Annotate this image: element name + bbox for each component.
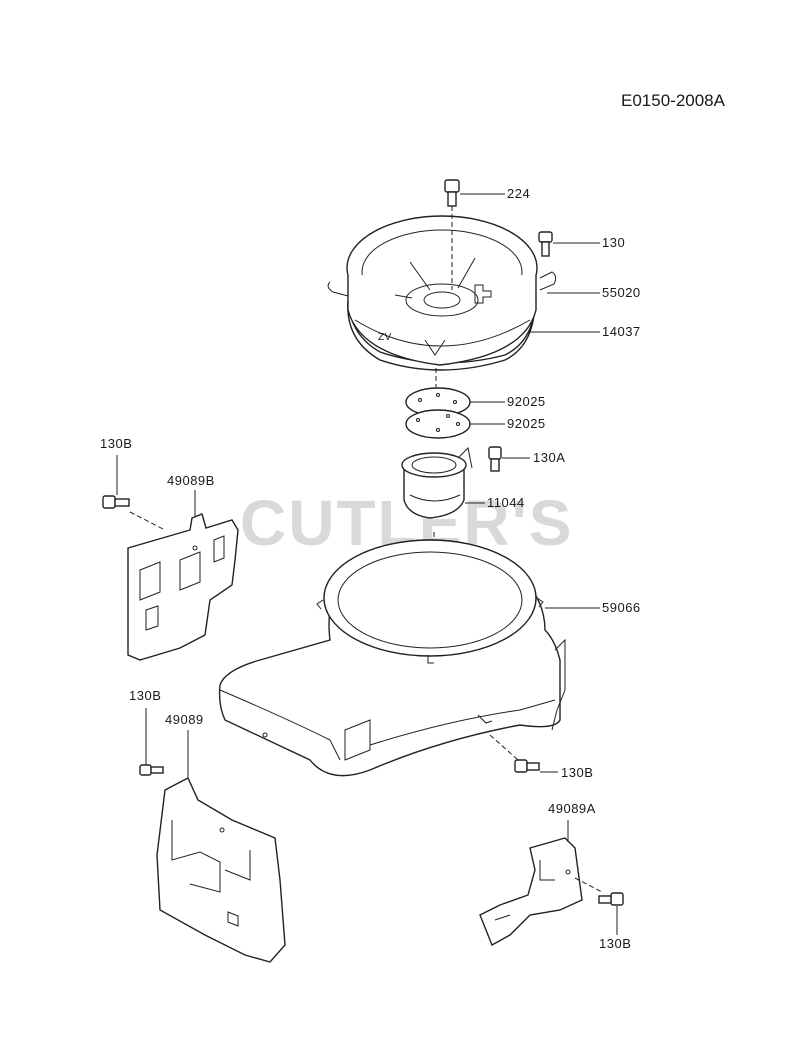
label-92025-a: 92025 bbox=[507, 394, 546, 409]
bolt-130[interactable] bbox=[538, 231, 553, 257]
svg-text:ZV: ZV bbox=[378, 332, 392, 343]
label-49089b: 49089B bbox=[167, 473, 215, 488]
label-130b-bottom-left: 130B bbox=[129, 688, 161, 703]
bolt-224[interactable] bbox=[444, 179, 460, 290]
diagram-code: E0150-2008A bbox=[621, 91, 726, 110]
cover-49089[interactable] bbox=[156, 777, 286, 963]
label-130b-mid: 130B bbox=[561, 765, 593, 780]
label-49089: 49089 bbox=[165, 712, 204, 727]
bolt-130b-right[interactable] bbox=[598, 892, 624, 906]
flywheel-housing-14037[interactable]: ZV bbox=[327, 215, 557, 371]
label-49089a: 49089A bbox=[548, 801, 596, 816]
plate-92025-lower[interactable] bbox=[405, 409, 471, 439]
cover-49089a[interactable] bbox=[479, 837, 583, 946]
label-14037: 14037 bbox=[602, 324, 641, 339]
label-130b-left: 130B bbox=[100, 436, 132, 451]
bolt-130b-mid[interactable] bbox=[514, 759, 540, 773]
bolt-130b-bottom-left[interactable] bbox=[139, 764, 164, 776]
blower-housing-59066[interactable] bbox=[218, 539, 566, 777]
label-55020: 55020 bbox=[602, 285, 641, 300]
label-130a: 130A bbox=[533, 450, 565, 465]
bolt-130a[interactable] bbox=[488, 446, 502, 472]
label-11044: 11044 bbox=[487, 495, 525, 510]
label-59066: 59066 bbox=[602, 600, 641, 615]
label-224: 224 bbox=[507, 186, 530, 201]
label-92025-b: 92025 bbox=[507, 416, 546, 431]
pulley-cup-11044[interactable] bbox=[401, 446, 473, 519]
bolt-130b-left[interactable] bbox=[102, 495, 130, 509]
label-130: 130 bbox=[602, 235, 625, 250]
cover-49089b[interactable] bbox=[127, 513, 239, 661]
label-130b-right: 130B bbox=[599, 936, 631, 951]
